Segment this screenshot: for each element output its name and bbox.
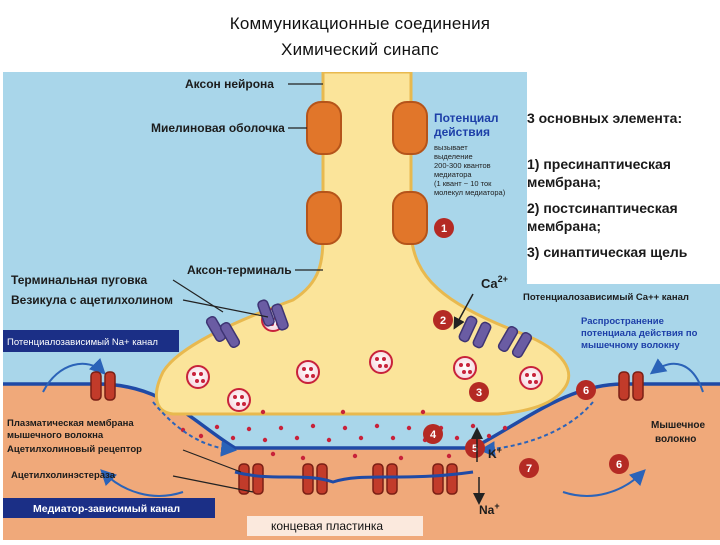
svg-text:5: 5 xyxy=(472,443,478,455)
muscle-label-2: волокно xyxy=(655,434,696,445)
ap-note-4: медиатора xyxy=(434,170,472,179)
spread-label-3: мышечному волокну xyxy=(581,340,680,351)
step-marker-3: 3 xyxy=(469,382,489,402)
synapse-illustration: 1 2 3 4 5 6 6 7 Ca2+ K+ Na+ Аксон нейрон… xyxy=(3,70,720,540)
info-line-1: 3 основных элемента: xyxy=(527,110,683,126)
vesicle xyxy=(296,360,320,384)
vesicle xyxy=(227,388,251,412)
ca-ion-label: Ca2+ xyxy=(481,274,508,291)
ap-note-6: молекул медиатора) xyxy=(434,188,506,197)
end-plate-label-box xyxy=(247,516,423,536)
spread-label-1: Распространение xyxy=(581,316,664,327)
plasma-label-1: Плазматическая мембрана xyxy=(7,418,134,429)
ach-receptor-label: Ацетилхолиновый рецептор xyxy=(7,444,142,455)
ache-label: Ацетилхолинэстераза xyxy=(11,470,116,481)
ap-note-1: вызывает xyxy=(434,143,468,152)
mediator-channel-label: Медиатор-зависимый канал xyxy=(33,503,180,515)
vesicle xyxy=(519,366,543,390)
info-line-6: 3) синаптическая щель xyxy=(527,244,688,260)
myelin-right-2 xyxy=(392,191,428,245)
leader-lines xyxy=(172,83,323,493)
title-line-1: Коммуникационные соединения xyxy=(229,14,491,33)
ca-channels xyxy=(205,299,533,359)
na-channel-label-box xyxy=(3,330,179,352)
ca-channel xyxy=(458,315,492,349)
step-marker-5: 5 xyxy=(465,438,485,458)
step-markers: 1 2 3 4 5 6 6 7 xyxy=(423,218,629,478)
spread-label-2: потенциала действия по xyxy=(581,328,698,339)
svg-text:3: 3 xyxy=(476,387,482,399)
flow-arrow xyxy=(100,469,184,497)
step-marker-6a: 6 xyxy=(576,380,596,400)
ap-note-2: выделение xyxy=(434,152,473,161)
flow-arrow xyxy=(152,401,237,457)
myelin-left-1 xyxy=(306,101,342,155)
vesicle xyxy=(186,365,210,389)
plasma-label-2: мышечного волокна xyxy=(7,430,104,441)
na-channels xyxy=(90,371,644,401)
ca-channel xyxy=(205,315,241,349)
step-marker-6b: 6 xyxy=(609,454,629,474)
terminal-button-label: Терминальная пуговка xyxy=(11,273,147,287)
muscle-label-1: Мышечное xyxy=(651,420,705,431)
svg-text:7: 7 xyxy=(526,463,532,475)
k-ion-label: K+ xyxy=(488,445,502,461)
myelin-left-2 xyxy=(306,191,342,245)
info-line-4: 2) постсинаптическая xyxy=(527,200,678,216)
ca-channel xyxy=(497,325,533,359)
title-line-2: Химический синапс xyxy=(281,40,439,59)
postsynaptic-membrane xyxy=(234,470,474,484)
ach-receptors xyxy=(238,463,458,495)
mediator-molecules xyxy=(180,409,508,461)
ca-channel xyxy=(257,299,289,331)
na-channel-label: Потенциалозависимый Na+ канал xyxy=(7,337,158,348)
svg-text:2: 2 xyxy=(440,315,446,327)
mediator-channel-label-box xyxy=(3,498,215,518)
flow-arrow xyxy=(562,469,646,497)
step-marker-1: 1 xyxy=(434,218,454,238)
spread-arrow-right xyxy=(649,358,704,393)
svg-text:1: 1 xyxy=(441,223,447,235)
info-line-5: мембрана; xyxy=(527,218,602,234)
na-ion-label: Na+ xyxy=(479,501,500,517)
myelin-label: Миелиновая оболочка xyxy=(151,121,285,135)
info-panel: 3 основных элемента: 1) пресинаптическая… xyxy=(527,72,720,284)
svg-text:6: 6 xyxy=(583,385,589,397)
info-line-3: мембрана; xyxy=(527,174,602,190)
vesicle xyxy=(369,350,393,374)
ca-arrow xyxy=(453,293,474,330)
ap-note-5: (1 квант ~ 10 ток xyxy=(434,179,492,188)
ap-title-1: Потенциал xyxy=(434,111,499,125)
ca-channel-label: Потенциалозависимый Ca++ канал xyxy=(523,292,689,303)
myelin-right-1 xyxy=(392,101,428,155)
spread-arrow-left xyxy=(42,357,106,393)
end-plate-label: концевая пластинка xyxy=(271,519,383,533)
step-marker-2: 2 xyxy=(433,310,453,330)
info-line-2: 1) пресинаптическая xyxy=(527,156,671,172)
vesicle-label: Везикула с ацетилхолином xyxy=(11,293,173,307)
svg-text:6: 6 xyxy=(616,459,622,471)
ap-note-3: 200-300 квантов xyxy=(434,161,491,170)
step-marker-7: 7 xyxy=(519,458,539,478)
axon-label: Аксон нейрона xyxy=(185,77,274,91)
svg-text:4: 4 xyxy=(430,429,437,441)
step-marker-4: 4 xyxy=(423,424,443,444)
axon-terminal-label: Аксон-терминаль xyxy=(187,263,292,277)
vesicle xyxy=(453,356,477,380)
ap-title-2: действия xyxy=(434,125,490,139)
